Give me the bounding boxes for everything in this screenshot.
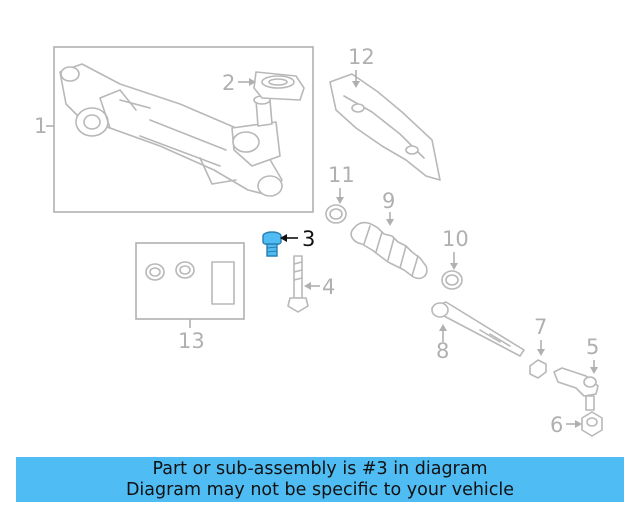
label-3: 3 xyxy=(302,227,315,251)
label-12: 12 xyxy=(348,45,375,69)
nut-7-drawing xyxy=(529,359,547,379)
label-9: 9 xyxy=(382,189,395,213)
bolt-4-drawing xyxy=(287,255,309,313)
label-2: 2 xyxy=(222,71,235,95)
mount-bushing-drawing xyxy=(253,71,305,101)
notice-banner: Part or sub-assembly is #3 in diagram Di… xyxy=(16,457,624,502)
outer-tie-rod-end-drawing xyxy=(553,367,599,411)
part-1-frame xyxy=(53,46,314,213)
steering-boot-drawing xyxy=(350,221,428,280)
banner-line-2: Diagram may not be specific to your vehi… xyxy=(125,480,515,500)
label-10: 10 xyxy=(442,227,469,251)
nut-6-drawing xyxy=(581,411,603,437)
label-8: 8 xyxy=(436,339,449,363)
label-4: 4 xyxy=(322,275,335,299)
label-13: 13 xyxy=(178,329,205,353)
clamp-11-drawing xyxy=(325,204,347,224)
label-6: 6 xyxy=(550,413,563,437)
steering-gear-drawing xyxy=(59,63,283,197)
inner-tie-rod-drawing xyxy=(431,301,525,357)
label-5: 5 xyxy=(586,335,599,359)
banner-line-1: Part or sub-assembly is #3 in diagram xyxy=(152,459,488,479)
label-11: 11 xyxy=(328,163,355,187)
bolt-3-highlighted-drawing xyxy=(262,231,282,257)
clamp-10-drawing xyxy=(441,270,463,290)
label-1: 1 xyxy=(34,114,47,138)
label-7: 7 xyxy=(534,315,547,339)
repair-kit-drawing xyxy=(145,261,235,305)
heat-shield-drawing xyxy=(329,73,441,181)
